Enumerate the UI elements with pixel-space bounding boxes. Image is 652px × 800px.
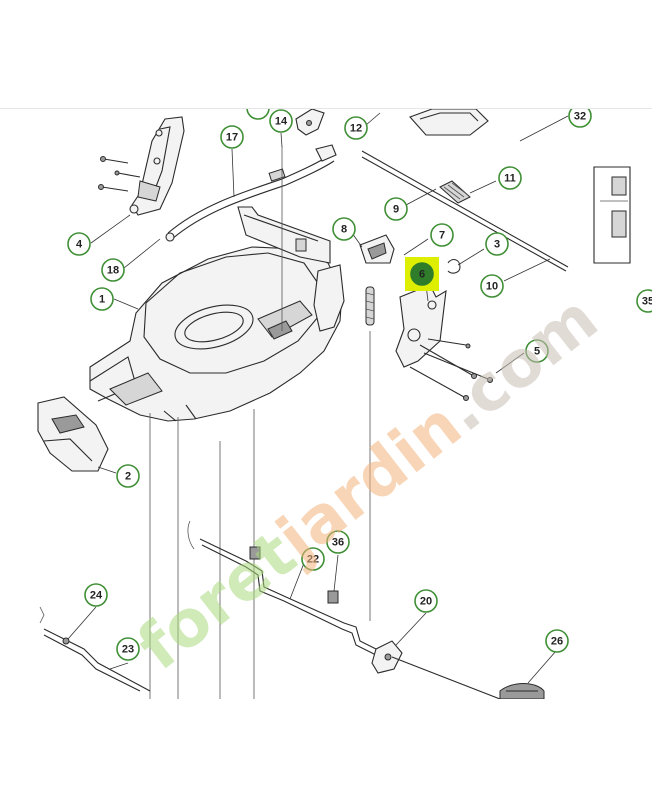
callout-number: 20 [420,596,432,608]
callout-circle [332,217,356,241]
callout-number: 26 [551,636,563,648]
callout-number: 1 [99,294,105,306]
callout-circle [498,166,522,190]
callout-number: 9 [393,204,399,216]
clip-3 [447,258,461,274]
callout-number: 14 [275,116,288,128]
callout-circle [326,530,350,554]
callout-32: 32 [568,109,592,128]
callout-number: 10 [486,281,498,293]
callout-circle [269,109,293,133]
callout-number: 3 [494,239,500,251]
callout-number: 24 [90,590,103,602]
front-cover [37,396,109,472]
callout-18: 18 [101,258,125,282]
washer-24 [62,637,70,645]
callout-5: 5 [525,339,549,363]
height-adjust-rod [165,144,337,242]
exploded-view-drawing: 1234567891011121417182022232426323536 fo… [37,109,652,699]
callout-number: 22 [307,554,319,566]
callout-circle [410,262,434,286]
callout-labels: 1234567891011121417182022232426323536 [67,109,652,661]
callout-number: 12 [350,123,362,135]
watermark-part-2: jardin [262,388,475,577]
callout-3: 3 [485,232,509,256]
callout-number: 4 [76,239,83,251]
callout-circle [301,547,325,571]
callout-20: 20 [414,589,438,613]
callout-35: 35 [636,289,652,313]
callout-number: 11 [504,173,516,185]
watermark-part-3: .com [430,282,612,447]
lower-left-parts [39,606,151,692]
callout-14: 14 [269,109,293,133]
callout-6: 6 [405,257,439,291]
callout-number: 23 [122,644,134,656]
callout-24: 24 [84,583,108,607]
callout-number: 7 [439,230,445,242]
mower-deck [89,206,343,422]
callout-2: 2 [116,464,140,488]
callout-9: 9 [384,197,408,221]
clip-36-a [249,546,261,560]
callout-number: 5 [534,346,540,358]
callout-17: 17 [220,125,244,149]
spring [365,286,375,326]
callout-12: 12 [344,116,368,140]
callout-7: 7 [430,223,454,247]
callout-10: 10 [480,274,504,298]
rear-axle-linkage [187,520,501,699]
callout-23: 23 [116,637,140,661]
callout-number: 6 [419,269,425,281]
callout-number: 2 [125,471,131,483]
callout-circle [67,232,91,256]
clip-36-b [327,590,339,604]
callout-number: 32 [574,111,586,123]
callout-1: 1 [90,287,114,311]
callout-number: 18 [107,265,119,277]
callout-circle [90,287,114,311]
callout-circle [568,109,592,128]
watermark-part-1: foret [125,517,310,685]
handle-bracket [129,116,185,216]
rear-bracket-6 [395,284,447,368]
callout-circle [116,637,140,661]
callout-circle [84,583,108,607]
callout-circle [384,197,408,221]
callout-circle [116,464,140,488]
wheel-26 [499,683,545,699]
callout-8: 8 [332,217,356,241]
callout-circle [636,289,652,313]
callout-circle [344,116,368,140]
callout-36: 36 [326,530,350,554]
callout-circle [220,125,244,149]
callout-number: 36 [332,537,344,549]
callout-circle [480,274,504,298]
callout-circle [430,223,454,247]
side-box-35 [593,166,631,264]
upper-bracket-piece [295,109,325,136]
callout-number: 8 [341,224,347,236]
grass-catcher-top [409,109,489,136]
callout-circle [414,589,438,613]
callout-fragment-top [246,109,270,120]
callout-circle [525,339,549,363]
callout-circle [485,232,509,256]
callout-22: 22 [301,547,325,571]
callout-11: 11 [498,166,522,190]
callout-circle [545,629,569,653]
parts-diagram: 1234567891011121417182022232426323536 fo… [0,108,652,699]
callout-26: 26 [545,629,569,653]
callout-number: 17 [226,132,238,144]
callout-number: 35 [642,296,652,308]
bolts-upper-left [98,156,141,192]
callout-circle [101,258,125,282]
callout-4: 4 [67,232,91,256]
axle-shaft [361,150,569,272]
